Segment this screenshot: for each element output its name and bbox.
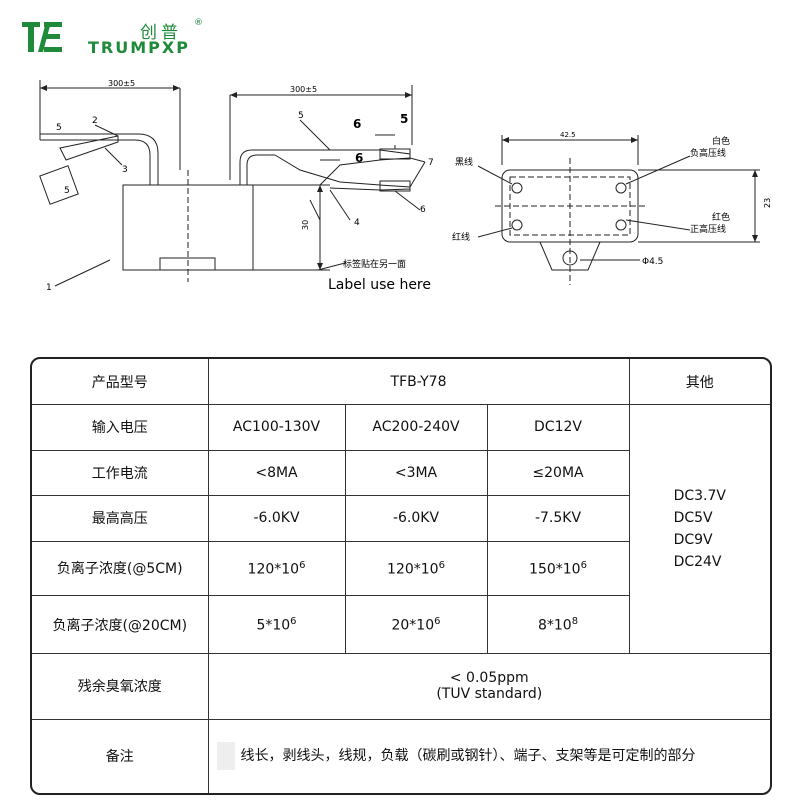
model-value: TFB-Y78 — [207, 359, 630, 406]
label-current: 工作电流 — [32, 449, 209, 497]
callout-2: 2 — [92, 116, 98, 126]
hv-2: -6.0KV — [344, 495, 488, 542]
label-ion-5cm: 负离子浓度(@5CM) — [32, 540, 209, 597]
table-row-ion5: 负离子浓度(@5CM) 120*106 120*106 150*106 — [32, 540, 770, 597]
callout-7: 7 — [428, 158, 434, 168]
callout-1: 1 — [46, 283, 52, 293]
black-wire-label: 黑线 — [455, 156, 473, 168]
dim-mid-5: 5 — [400, 112, 408, 126]
dim-right-width: 42.5 — [560, 131, 576, 139]
technical-drawing: 300±5 5 5 2 3 1 30 300±5 5 6 5 6 7 6 4 标… — [39, 79, 772, 293]
other-4: DC24V — [673, 553, 722, 570]
registered-mark: ® — [194, 18, 203, 28]
ion20-3: 8*108 — [486, 595, 630, 654]
label-other: 其他 — [628, 359, 770, 406]
callout-6c: 6 — [420, 205, 426, 215]
table-row-ion20: 负离子浓度(@20CM) 5*106 20*106 8*108 — [32, 595, 770, 654]
current-1: <8MA — [207, 449, 346, 497]
white-color-label: 白色 — [712, 135, 730, 147]
ion20-1: 5*106 — [207, 595, 346, 654]
ozone-value: < 0.05ppm (TUV standard) — [207, 652, 770, 720]
callout-6a: 6 — [353, 117, 361, 131]
dim-left-5a: 5 — [56, 123, 62, 133]
brand-logo: 创普 ® TRUMPXP — [22, 18, 222, 58]
table-row-ozone: 残余臭氧浓度 < 0.05ppm (TUV standard) — [32, 652, 770, 720]
hv-1: -6.0KV — [207, 495, 346, 542]
dim-left-top: 300±5 — [108, 79, 135, 88]
dim-left-30: 30 — [301, 220, 310, 230]
table-row-current: 工作电流 <8MA <3MA ≤20MA — [32, 449, 770, 497]
dim-left-5b: 5 — [64, 186, 70, 196]
note-value: 线长，剥线头，线规，负载（碳刷或钢针）、端子、支架等是可定制的部分 — [207, 718, 770, 793]
red-wire-label: 红线 — [452, 231, 470, 243]
label-max-hv: 最高高压 — [32, 495, 209, 542]
te-logo-icon — [22, 22, 62, 52]
label-model: 产品型号 — [32, 359, 209, 406]
ion20-2: 20*106 — [344, 595, 488, 654]
callout-6b: 6 — [355, 151, 363, 165]
hole-diameter: Φ4.5 — [642, 257, 663, 267]
other-cell: DC3.7V DC5V DC9V DC24V — [628, 404, 770, 654]
table-row-note: 备注 线长，剥线头，线规，负载（碳刷或钢针）、端子、支架等是可定制的部分 — [32, 718, 770, 793]
brand-cn-name: 创普 — [140, 23, 182, 43]
current-3: ≤20MA — [486, 449, 630, 497]
label-ion-20cm: 负离子浓度(@20CM) — [32, 595, 209, 654]
pos-hv-label: 正高压线 — [690, 223, 726, 235]
brand-en-name: TRUMPXP — [88, 38, 190, 57]
callout-4: 4 — [354, 218, 360, 228]
other-3: DC9V — [673, 531, 713, 548]
voltage-1: AC100-130V — [207, 404, 346, 451]
voltage-3: DC12V — [486, 404, 630, 451]
table-row-model: 产品型号 TFB-Y78 其他 — [32, 359, 770, 406]
label-ozone: 残余臭氧浓度 — [32, 652, 209, 720]
hv-3: -7.5KV — [486, 495, 630, 542]
current-2: <3MA — [344, 449, 488, 497]
ion5-1: 120*106 — [207, 540, 346, 597]
label-note: 备注 — [32, 718, 209, 793]
label-note-cn: 标签贴在另一面 — [343, 258, 406, 270]
spec-table: 产品型号 TFB-Y78 其他 输入电压 AC100-130V AC200-24… — [30, 357, 772, 795]
callout-3: 3 — [122, 165, 128, 175]
table-row-voltage: 输入电压 AC100-130V AC200-240V DC12V DC3.7V … — [32, 404, 770, 654]
note-placeholder — [216, 742, 235, 771]
voltage-2: AC200-240V — [344, 404, 488, 451]
dim-right-height: 23 — [763, 198, 772, 208]
other-1: DC3.7V — [673, 487, 726, 504]
callout-5: 5 — [298, 111, 304, 121]
red-color-label: 红色 — [712, 211, 730, 223]
neg-hv-label: 负高压线 — [690, 147, 726, 159]
other-2: DC5V — [673, 509, 713, 526]
dim-mid-top: 300±5 — [290, 85, 317, 94]
label-input-voltage: 输入电压 — [32, 404, 209, 451]
table-row-hv: 最高高压 -6.0KV -6.0KV -7.5KV — [32, 495, 770, 542]
ion5-3: 150*106 — [486, 540, 630, 597]
label-note-en: Label use here — [328, 277, 431, 293]
ion5-2: 120*106 — [344, 540, 488, 597]
